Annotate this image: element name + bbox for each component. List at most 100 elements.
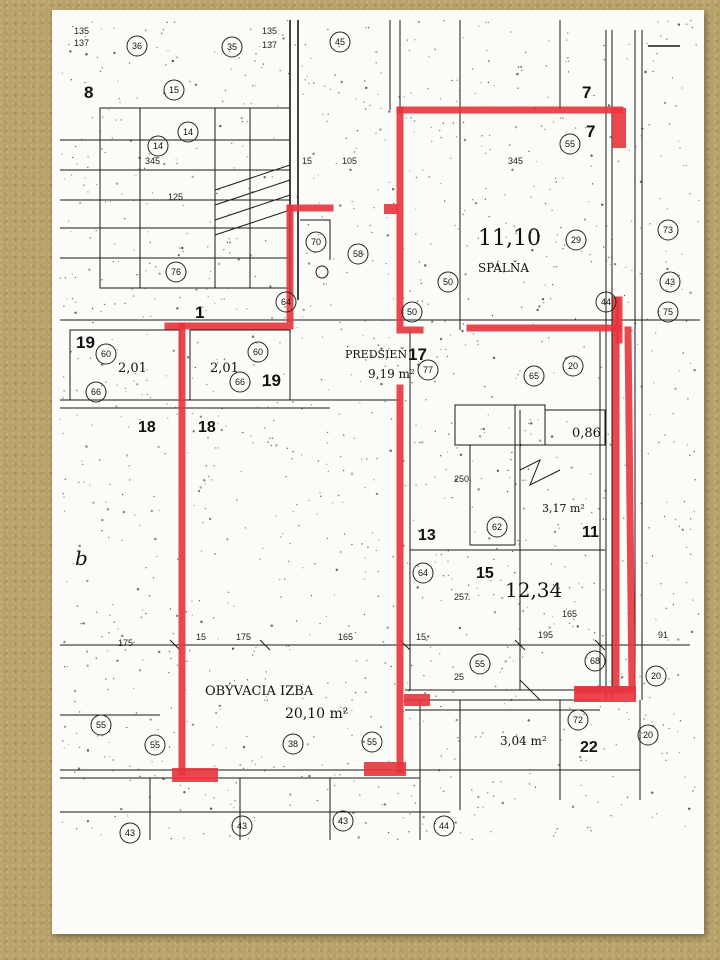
dimension-label: 345 bbox=[508, 156, 523, 166]
dimension-label: 175 bbox=[236, 632, 251, 642]
svg-text:64: 64 bbox=[281, 297, 291, 307]
circled-label: 44 bbox=[595, 291, 617, 313]
circled-label: 14 bbox=[177, 121, 199, 143]
wall-number: 19 bbox=[262, 371, 281, 390]
circled-label: 72 bbox=[567, 709, 589, 731]
dimension-label: 91 bbox=[658, 630, 668, 640]
dimension-label: 125 bbox=[168, 192, 183, 202]
circled-label: 66 bbox=[85, 381, 107, 403]
circled-label: 76 bbox=[165, 261, 187, 283]
circled-label: 66 bbox=[229, 371, 251, 393]
circled-label: 43 bbox=[659, 271, 681, 293]
circled-label: 43 bbox=[119, 822, 141, 844]
svg-text:50: 50 bbox=[443, 277, 453, 287]
circled-label: 20 bbox=[562, 355, 584, 377]
svg-text:60: 60 bbox=[101, 349, 111, 359]
circled-label: 55 bbox=[90, 714, 112, 736]
dimension-label: 135 bbox=[74, 26, 89, 36]
svg-text:55: 55 bbox=[96, 720, 106, 730]
bedroom-name: SPÁLŇA bbox=[478, 259, 529, 275]
circled-label: 65 bbox=[523, 365, 545, 387]
svg-text:36: 36 bbox=[132, 41, 142, 51]
dimension-label: 345 bbox=[145, 156, 160, 166]
living-name: OBÝVACIA IZBA bbox=[205, 683, 314, 699]
circled-label: 43 bbox=[332, 810, 354, 832]
circled-labels: 36 35 45 15 14 14 76 70 58 64 50 55 29 73 43 44 75 60 66 60… bbox=[85, 31, 681, 844]
circled-label: 44 bbox=[433, 815, 455, 837]
bedroom-area: 11,10 bbox=[478, 226, 541, 251]
dimension-labels: 135 137 135 137 345 125 105 15 345 175 1… bbox=[74, 26, 668, 682]
svg-text:55: 55 bbox=[367, 737, 377, 747]
wall-number: 19 bbox=[76, 333, 95, 352]
svg-text:55: 55 bbox=[565, 139, 575, 149]
svg-text:45: 45 bbox=[335, 37, 345, 47]
dimension-label: 165 bbox=[338, 632, 353, 642]
svg-text:66: 66 bbox=[91, 387, 101, 397]
circled-label: 29 bbox=[565, 229, 587, 251]
dimension-label: 15 bbox=[416, 632, 426, 642]
circled-label: 55 bbox=[559, 133, 581, 155]
svg-text:55: 55 bbox=[150, 740, 160, 750]
svg-text:43: 43 bbox=[665, 277, 675, 287]
dimension-label: 137 bbox=[74, 38, 89, 48]
plan-linework bbox=[60, 20, 700, 840]
dimension-label: 135 bbox=[262, 26, 277, 36]
circled-label: 15 bbox=[163, 79, 185, 101]
circled-label: 77 bbox=[417, 359, 439, 381]
wall-number: 22 bbox=[580, 739, 598, 756]
circled-label: 62 bbox=[486, 516, 508, 538]
circled-label: 58 bbox=[347, 243, 369, 265]
circled-label: 73 bbox=[657, 219, 679, 241]
wall-number: 7 bbox=[586, 122, 595, 141]
svg-text:75: 75 bbox=[663, 307, 673, 317]
dimension-label: 105 bbox=[342, 156, 357, 166]
svg-text:14: 14 bbox=[153, 141, 163, 151]
wc-area: 0,86 bbox=[572, 426, 601, 441]
dimension-label: 165 bbox=[562, 609, 577, 619]
loggia-area: 3,04 m² bbox=[500, 734, 547, 748]
small-room-left-area: 2,01 bbox=[118, 361, 147, 376]
circled-label: 64 bbox=[275, 291, 297, 313]
svg-text:44: 44 bbox=[601, 297, 611, 307]
hall-area: 9,19 m² bbox=[368, 367, 415, 381]
circled-label: 68 bbox=[584, 650, 606, 672]
svg-text:65: 65 bbox=[529, 371, 539, 381]
wall-numbers: 8 7 7 1 19 19 17 18 18 13 15 11 22 bbox=[76, 83, 599, 756]
hall-name: PREDSIEŇ bbox=[345, 347, 407, 361]
bath-area: 3,17 m² bbox=[542, 502, 585, 515]
svg-text:43: 43 bbox=[338, 816, 348, 826]
circled-label: 35 bbox=[221, 36, 243, 58]
svg-text:73: 73 bbox=[663, 225, 673, 235]
wall-number: 15 bbox=[476, 565, 494, 582]
circled-label: 55 bbox=[469, 653, 491, 675]
margin-mark: b bbox=[75, 546, 88, 570]
circled-label: 38 bbox=[282, 733, 304, 755]
circled-label: 14 bbox=[147, 135, 169, 157]
circled-label: 60 bbox=[247, 341, 269, 363]
dimension-label: 195 bbox=[538, 630, 553, 640]
dimension-label: 137 bbox=[262, 40, 277, 50]
circled-label: 45 bbox=[329, 31, 351, 53]
wall-number: 8 bbox=[84, 83, 93, 102]
wall-number: 17 bbox=[408, 345, 427, 364]
svg-text:50: 50 bbox=[407, 307, 417, 317]
svg-text:77: 77 bbox=[423, 365, 433, 375]
svg-text:29: 29 bbox=[571, 235, 581, 245]
svg-text:20: 20 bbox=[568, 361, 578, 371]
circled-label: 36 bbox=[126, 35, 148, 57]
highlighted-walls bbox=[164, 106, 636, 782]
circled-label: 50 bbox=[437, 271, 459, 293]
circled-label: 64 bbox=[412, 562, 434, 584]
svg-text:60: 60 bbox=[253, 347, 263, 357]
circled-label: 70 bbox=[305, 231, 327, 253]
svg-text:15: 15 bbox=[169, 85, 179, 95]
circled-label: 55 bbox=[144, 734, 166, 756]
svg-text:70: 70 bbox=[311, 237, 321, 247]
svg-text:38: 38 bbox=[288, 739, 298, 749]
living-area: 20,10 m² bbox=[285, 706, 348, 722]
dimension-label: 250 bbox=[454, 474, 469, 484]
svg-text:66: 66 bbox=[235, 377, 245, 387]
small-room-right-area: 2,01 bbox=[210, 361, 239, 376]
circled-label: 50 bbox=[401, 301, 423, 323]
